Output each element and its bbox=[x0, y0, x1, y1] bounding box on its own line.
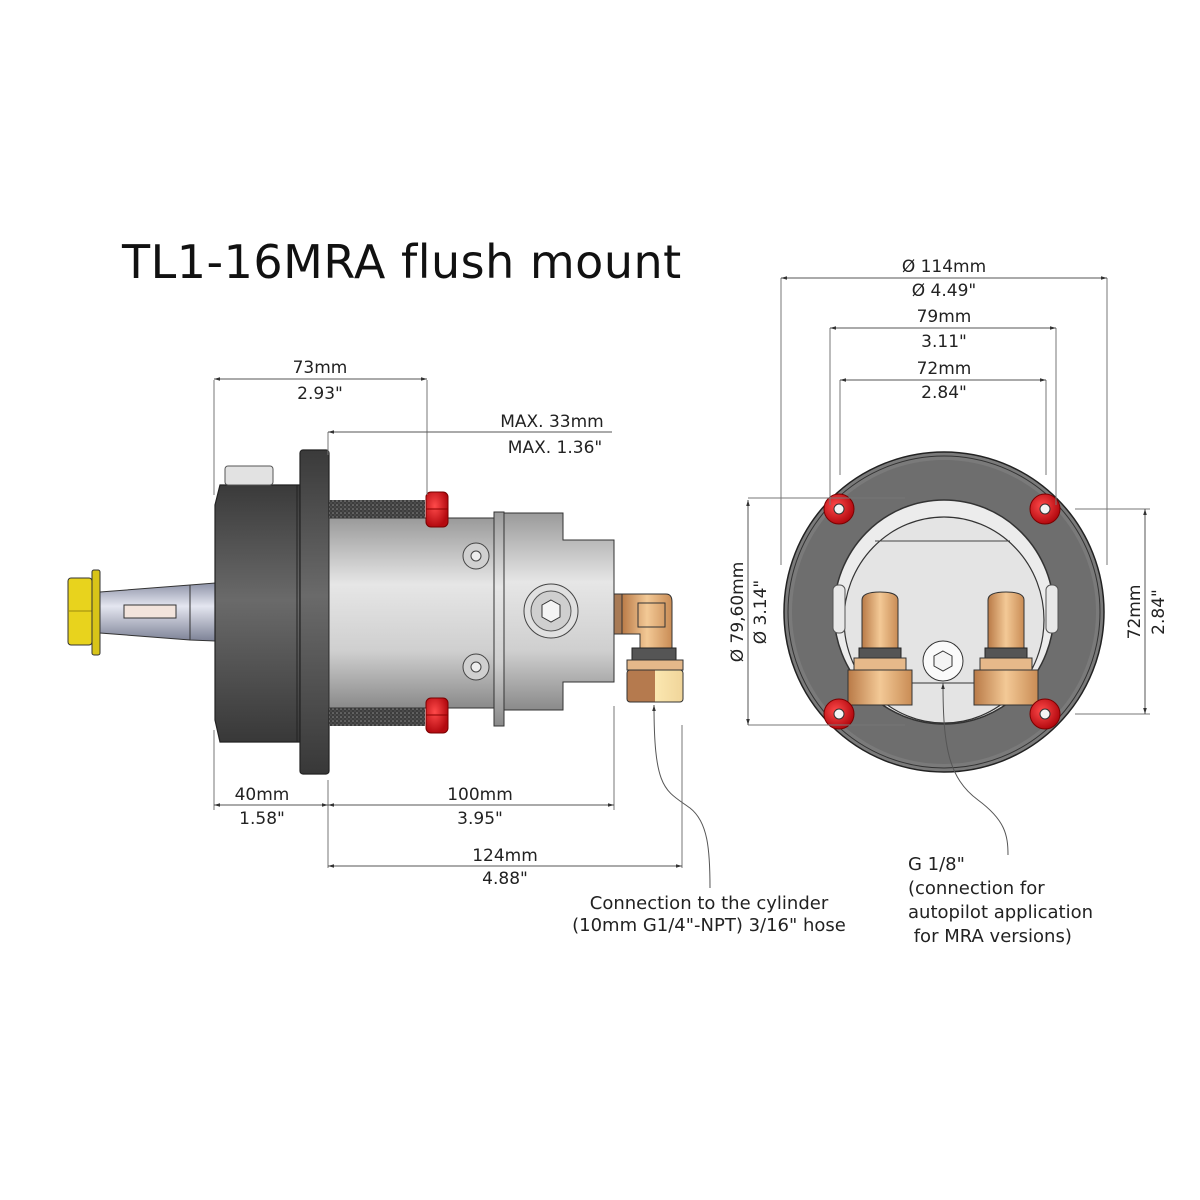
autopilot-callout-line4: for MRA versions) bbox=[908, 926, 1072, 947]
dim-max-33: MAX. 33mm MAX. 1.36" bbox=[327, 412, 612, 458]
side-view: 73mm 2.93" MAX. 33mm MAX. 1.36" 40mm 1.5… bbox=[67, 358, 846, 936]
red-nut-bottom bbox=[425, 697, 449, 734]
drawing-title: TL1-16MRA flush mount bbox=[121, 235, 682, 289]
port-left bbox=[847, 591, 913, 706]
autopilot-callout-leader bbox=[941, 682, 1009, 856]
front-red-nuts bbox=[823, 493, 1061, 730]
dim-total-124: 124mm 4.88" bbox=[328, 725, 683, 889]
svg-text:MAX. 1.36": MAX. 1.36" bbox=[508, 438, 602, 458]
svg-text:4.88": 4.88" bbox=[482, 869, 528, 889]
dim-overall-73: 73mm 2.93" bbox=[213, 358, 428, 495]
svg-text:1.58": 1.58" bbox=[239, 809, 285, 829]
svg-text:79mm: 79mm bbox=[917, 307, 972, 327]
port-right bbox=[973, 591, 1039, 706]
cylinder-callout-line1: Connection to the cylinder bbox=[590, 893, 829, 914]
svg-text:Ø 114mm: Ø 114mm bbox=[902, 257, 986, 277]
cylinder-callout-leader bbox=[652, 704, 711, 889]
pump-body bbox=[328, 511, 615, 727]
shaft-nut bbox=[67, 569, 101, 656]
svg-text:124mm: 124mm bbox=[472, 846, 538, 866]
cylinder-fitting bbox=[613, 593, 684, 703]
svg-text:3.11": 3.11" bbox=[921, 332, 967, 352]
svg-text:2.84": 2.84" bbox=[1149, 589, 1169, 635]
mounting-flange bbox=[299, 449, 330, 775]
cylinder-callout-line2: (10mm G1/4"-NPT) 3/16" hose bbox=[572, 915, 846, 936]
svg-text:2.84": 2.84" bbox=[921, 383, 967, 403]
dim-width-79: 79mm 3.11" bbox=[829, 307, 1057, 505]
steering-shaft bbox=[99, 582, 216, 642]
svg-text:3.95": 3.95" bbox=[457, 809, 503, 829]
dim-dia-114: Ø 114mm Ø 4.49" bbox=[780, 257, 1108, 565]
autopilot-callout-line2: (connection for bbox=[908, 878, 1045, 899]
dim-flange-40: 40mm 1.58" bbox=[213, 730, 329, 868]
svg-text:72mm: 72mm bbox=[1125, 585, 1145, 640]
stud-bottom bbox=[329, 706, 425, 726]
svg-text:Ø 3.14": Ø 3.14" bbox=[751, 580, 771, 644]
dim-width-72: 72mm 2.84" bbox=[839, 359, 1047, 475]
red-nut-top bbox=[425, 491, 449, 528]
dim-dia-79-60: Ø 79,60mm Ø 3.14" bbox=[728, 497, 905, 726]
svg-text:2.93": 2.93" bbox=[297, 384, 343, 404]
svg-text:100mm: 100mm bbox=[447, 785, 513, 805]
front-view: Ø 114mm Ø 4.49" 79mm 3.11" 72mm 2.84" Ø … bbox=[728, 257, 1169, 947]
dim-body-100: 100mm 3.95" bbox=[328, 706, 615, 829]
stud-top bbox=[329, 500, 425, 520]
rear-housing bbox=[214, 465, 301, 743]
svg-text:MAX. 33mm: MAX. 33mm bbox=[500, 412, 604, 432]
svg-text:Ø 4.49": Ø 4.49" bbox=[912, 281, 976, 301]
svg-text:73mm: 73mm bbox=[293, 358, 348, 378]
svg-text:Ø 79,60mm: Ø 79,60mm bbox=[728, 562, 748, 663]
dim-height-72: 72mm 2.84" bbox=[1075, 508, 1169, 715]
svg-text:72mm: 72mm bbox=[917, 359, 972, 379]
autopilot-callout-line1: G 1/8" bbox=[908, 854, 965, 875]
autopilot-port-plug bbox=[922, 640, 964, 682]
svg-text:40mm: 40mm bbox=[235, 785, 290, 805]
autopilot-callout-line3: autopilot application bbox=[908, 902, 1093, 923]
